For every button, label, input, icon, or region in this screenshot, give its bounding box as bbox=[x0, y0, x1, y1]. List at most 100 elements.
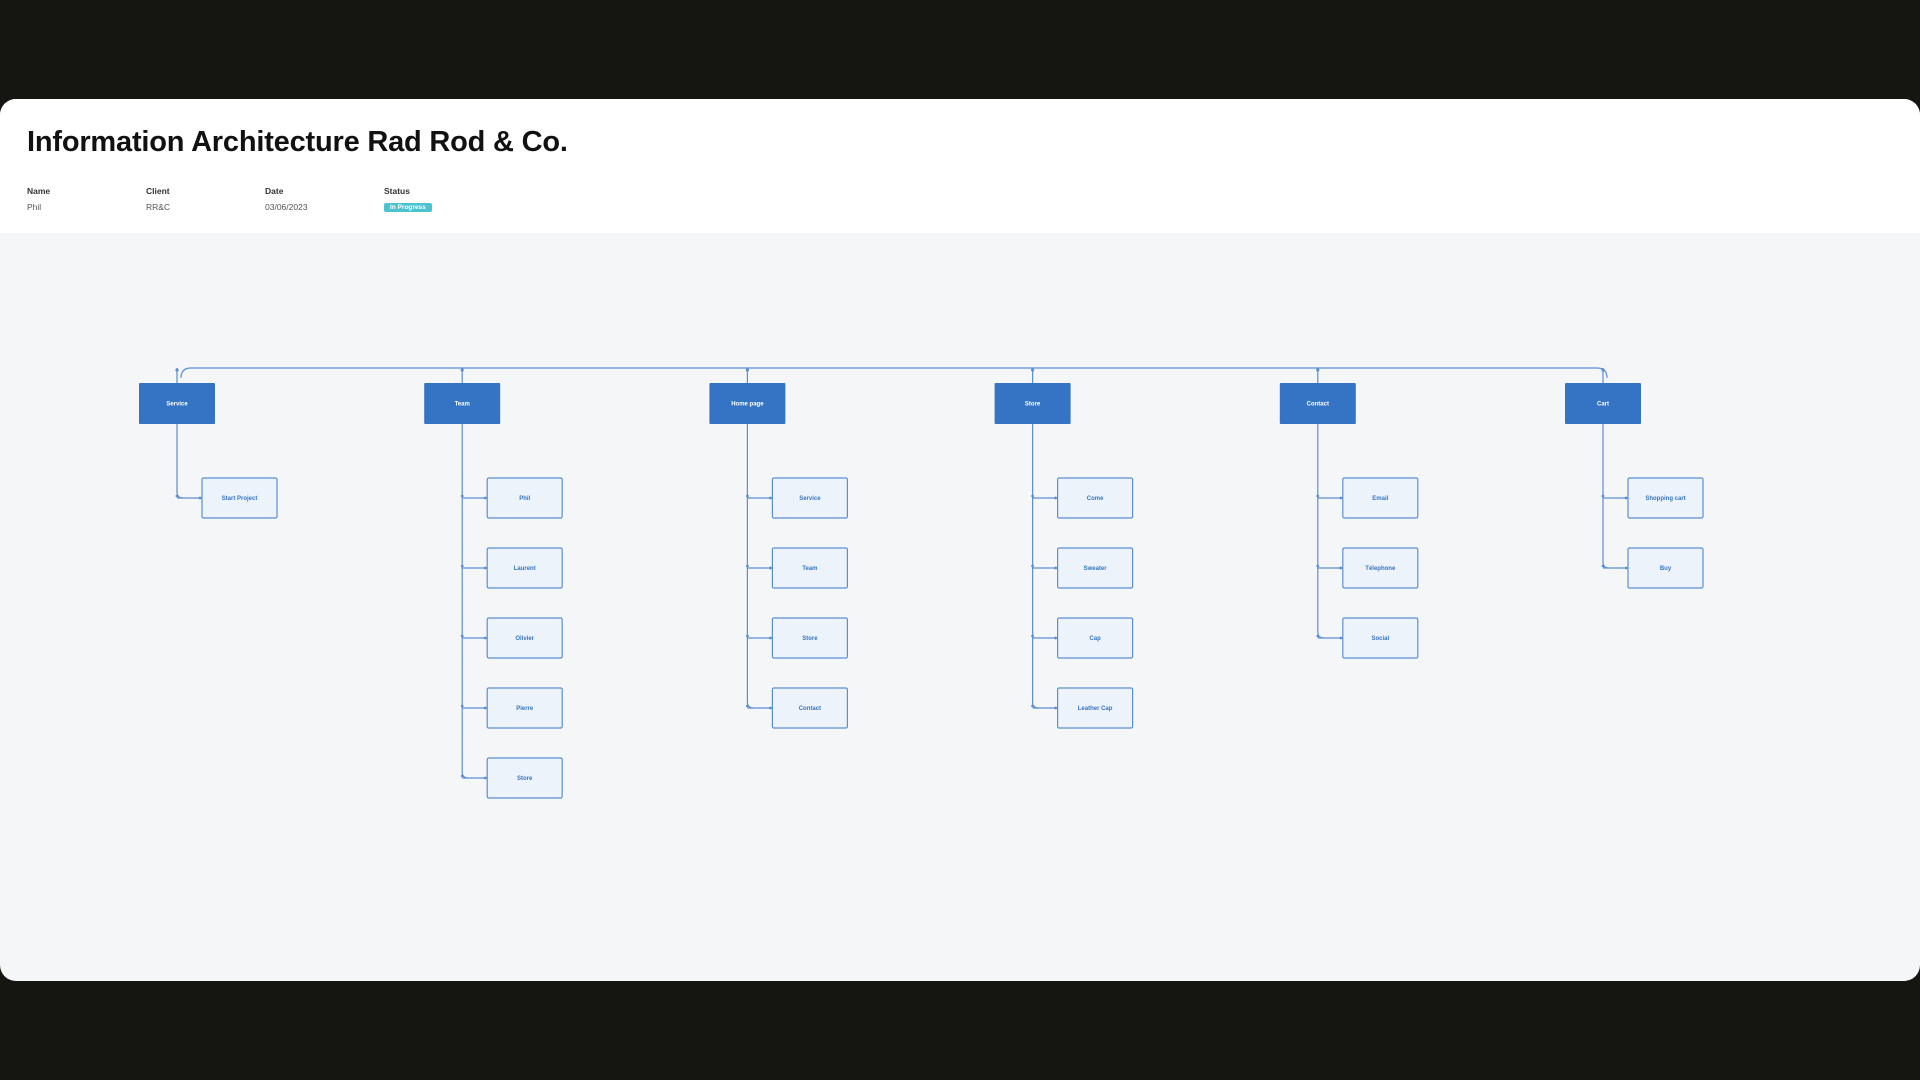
child-node-cart-buy[interactable]: Buy bbox=[1627, 547, 1704, 589]
connector-dot-home-page bbox=[745, 368, 750, 372]
child-arrow-dot-contact-t-lephone bbox=[1339, 566, 1343, 570]
child-node-team-laurent[interactable]: Laurent bbox=[486, 547, 563, 589]
child-node-team-olivier[interactable]: Olivier bbox=[486, 617, 563, 659]
child-connector-dot-home-page-store bbox=[746, 634, 749, 638]
meta-client: Client RR&C bbox=[146, 186, 266, 212]
parent-box-team bbox=[424, 383, 501, 424]
parent-box-store bbox=[994, 383, 1071, 424]
child-box-home-page-service bbox=[771, 477, 849, 519]
parent-node-service[interactable]: Service bbox=[139, 383, 215, 424]
child-connector-dot-team-pierre bbox=[460, 704, 464, 708]
child-label-team-phil: Phil bbox=[519, 496, 530, 502]
child-connector-dot-store-leather-cap bbox=[1031, 704, 1034, 708]
meta-client-label: Client bbox=[146, 186, 170, 196]
child-node-contact-social[interactable]: Social bbox=[1342, 617, 1419, 659]
child-connector-dot-store-cap bbox=[1031, 634, 1034, 638]
child-label-home-page-contact: Contact bbox=[799, 706, 821, 712]
child-arrow-dot-store-leather-cap bbox=[1054, 706, 1057, 710]
parent-label-cart: Cart bbox=[1597, 402, 1609, 408]
child-arrow-dot-cart-shopping-cart bbox=[1624, 496, 1628, 500]
meta-name-label: Name bbox=[27, 186, 51, 196]
child-arrow-dot-store-sweater bbox=[1054, 566, 1057, 570]
child-box-store-come bbox=[1056, 477, 1134, 519]
meta-name-value: Phil bbox=[27, 202, 42, 212]
meta-status-label: Status bbox=[384, 186, 410, 196]
child-box-contact-t-lephone bbox=[1342, 547, 1419, 589]
child-label-home-page-service: Service bbox=[799, 496, 821, 502]
parent-node-home-page[interactable]: Home page bbox=[709, 383, 786, 424]
child-label-team-olivier: Olivier bbox=[515, 636, 534, 642]
child-box-team-phil bbox=[486, 477, 563, 519]
child-arrow-dot-contact-email bbox=[1339, 496, 1343, 500]
child-box-contact-social bbox=[1342, 617, 1419, 659]
child-label-store-come: Come bbox=[1087, 496, 1104, 502]
child-connector-dot-home-page-contact bbox=[746, 704, 749, 708]
child-connector-dot-store-sweater bbox=[1031, 564, 1034, 568]
parent-node-cart[interactable]: Cart bbox=[1565, 383, 1641, 424]
meta-client-value: RR&C bbox=[146, 202, 171, 212]
child-node-store-cap[interactable]: Cap bbox=[1056, 617, 1134, 659]
connector-dot-cart bbox=[1601, 368, 1605, 372]
status-badge[interactable]: In Progress bbox=[384, 203, 432, 212]
child-arrow-dot-home-page-team bbox=[769, 566, 772, 570]
child-label-service-start-project: Start Project bbox=[222, 496, 258, 502]
meta-status: Status In Progress bbox=[384, 186, 504, 214]
child-box-store-leather-cap bbox=[1056, 687, 1134, 729]
meta-date: Date 03/06/2023 bbox=[265, 186, 385, 212]
child-arrow-dot-home-page-store bbox=[769, 636, 772, 640]
parent-node-contact[interactable]: Contact bbox=[1279, 383, 1356, 424]
child-box-home-page-contact bbox=[771, 687, 849, 729]
child-box-store-cap bbox=[1056, 617, 1134, 659]
child-arrow-dot-contact-social bbox=[1339, 636, 1343, 640]
child-label-team-laurent: Laurent bbox=[514, 566, 536, 572]
meta-date-value: 03/06/2023 bbox=[265, 202, 308, 212]
child-connector-dot-home-page-service bbox=[746, 494, 749, 498]
child-node-store-leather-cap[interactable]: Leather Cap bbox=[1056, 687, 1134, 729]
child-node-service-start-project[interactable]: Start Project bbox=[201, 477, 278, 519]
canvas-board: Information Architecture Rad Rod & Co. N… bbox=[0, 99, 1920, 981]
child-label-team-store: Store bbox=[517, 776, 533, 782]
child-node-cart-shopping-cart[interactable]: Shopping cart bbox=[1627, 477, 1704, 519]
child-node-team-phil[interactable]: Phil bbox=[486, 477, 563, 519]
child-node-home-page-service[interactable]: Service bbox=[771, 477, 849, 519]
child-node-team-store[interactable]: Store bbox=[486, 757, 563, 799]
parent-node-team[interactable]: Team bbox=[424, 383, 501, 424]
child-node-home-page-store[interactable]: Store bbox=[771, 617, 849, 659]
parent-node-store[interactable]: Store bbox=[994, 383, 1071, 424]
child-node-contact-email[interactable]: Email bbox=[1342, 477, 1419, 519]
child-label-contact-social: Social bbox=[1371, 636, 1389, 642]
parent-box-home-page bbox=[709, 383, 786, 424]
child-arrow-dot-store-cap bbox=[1054, 636, 1057, 640]
child-node-store-come[interactable]: Come bbox=[1056, 477, 1134, 519]
child-node-contact-t-lephone[interactable]: Télephone bbox=[1342, 547, 1419, 589]
parent-box-contact bbox=[1279, 383, 1356, 424]
child-node-home-page-team[interactable]: Team bbox=[771, 547, 849, 589]
child-connector-dot-contact-social bbox=[1316, 634, 1320, 638]
parent-box-cart bbox=[1565, 383, 1641, 424]
child-label-cart-shopping-cart: Shopping cart bbox=[1645, 496, 1685, 502]
document-header: Information Architecture Rad Rod & Co. N… bbox=[0, 99, 1920, 233]
child-arrow-dot-home-page-service bbox=[769, 496, 772, 500]
child-node-store-sweater[interactable]: Sweater bbox=[1056, 547, 1134, 589]
child-box-store-sweater bbox=[1056, 547, 1134, 589]
child-arrow-dot-home-page-contact bbox=[769, 706, 772, 710]
child-arrow-dot-team-laurent bbox=[483, 566, 487, 570]
child-spine-service bbox=[176, 424, 184, 499]
meta-name: Name Phil bbox=[27, 186, 147, 212]
child-box-cart-buy bbox=[1627, 547, 1704, 589]
child-connector-dot-cart-shopping-cart bbox=[1601, 494, 1605, 498]
parent-box-service bbox=[139, 383, 215, 424]
child-arrow-dot-store-come bbox=[1054, 496, 1057, 500]
child-node-team-pierre[interactable]: Pierre bbox=[486, 687, 563, 729]
child-box-cart-shopping-cart bbox=[1627, 477, 1704, 519]
child-node-home-page-contact[interactable]: Contact bbox=[771, 687, 849, 729]
child-label-contact-email: Email bbox=[1372, 496, 1388, 502]
child-arrow-dot-cart-buy bbox=[1624, 566, 1628, 570]
top-connector-line bbox=[180, 367, 1608, 379]
child-connector-dot-team-store bbox=[460, 774, 464, 778]
child-spine-contact bbox=[1317, 424, 1324, 639]
child-box-home-page-store bbox=[771, 617, 849, 659]
parent-label-service: Service bbox=[166, 402, 188, 408]
child-arrow-dot-team-store bbox=[483, 776, 487, 780]
